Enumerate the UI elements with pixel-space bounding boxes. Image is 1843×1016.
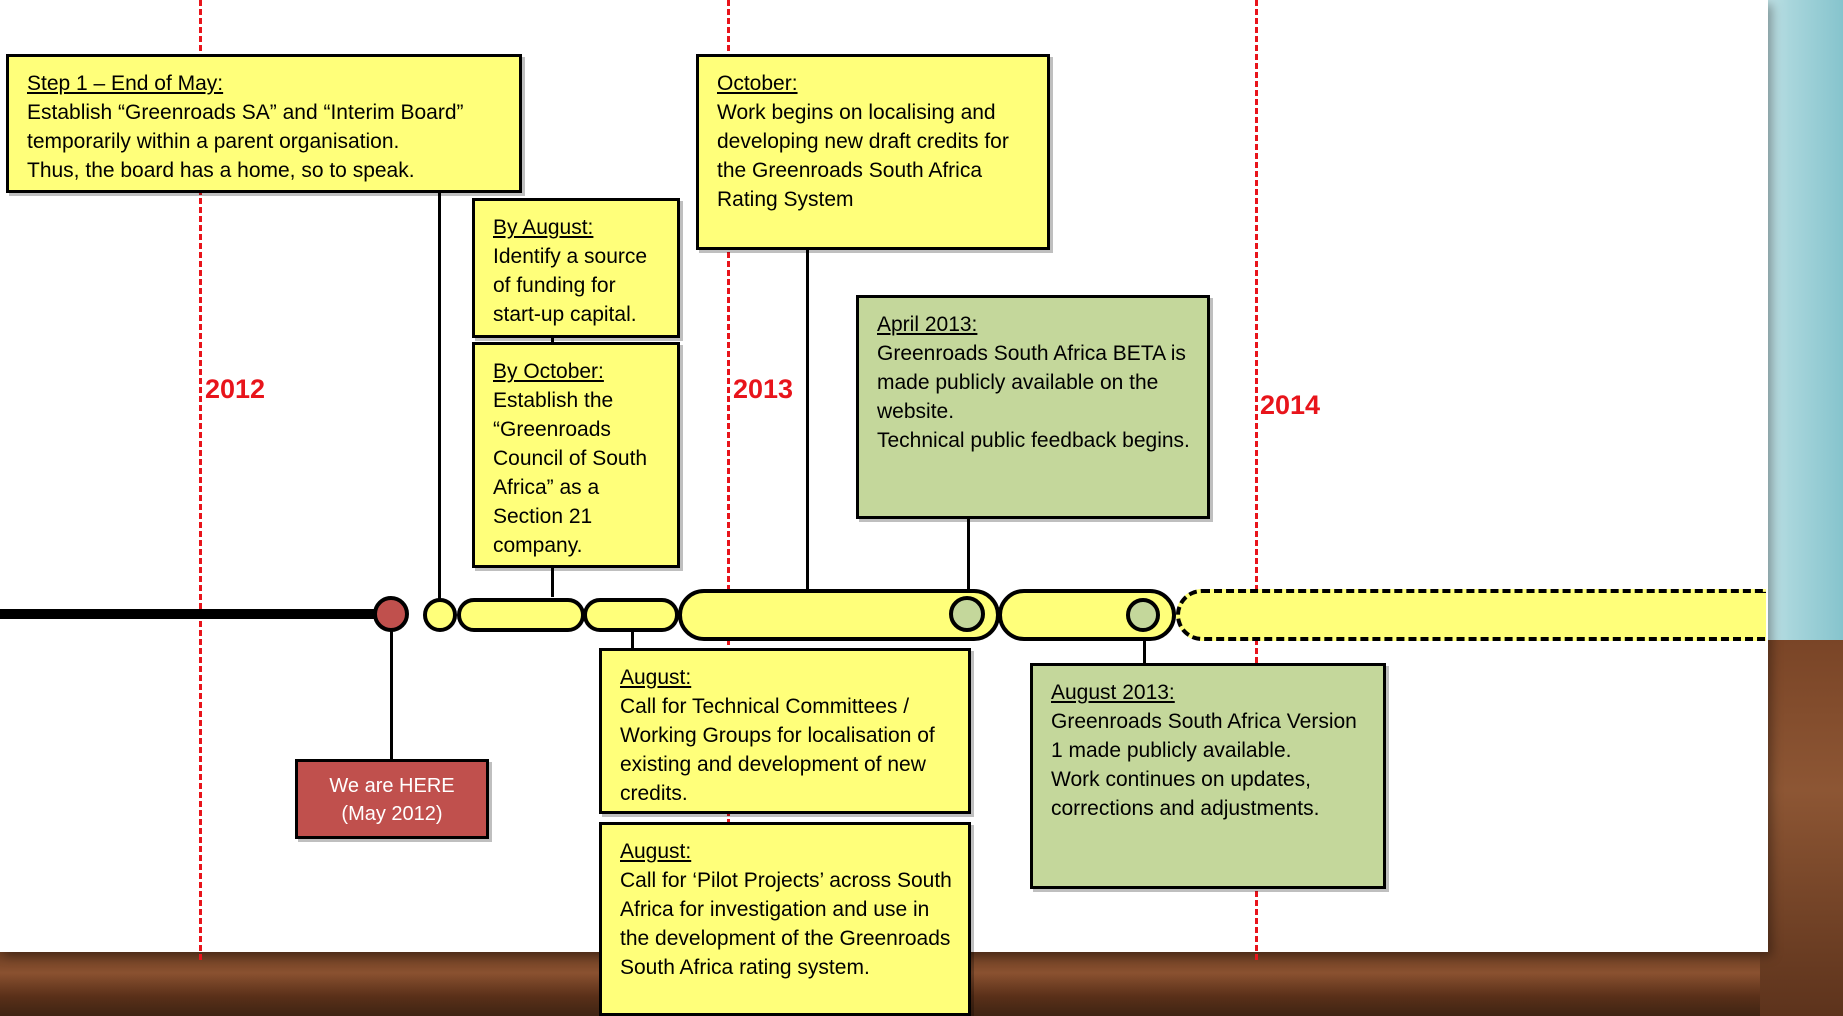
milestone-dot-step1 bbox=[423, 598, 457, 632]
callout-by-august-title: By August: bbox=[493, 216, 594, 239]
callout-by-october-title: By October: bbox=[493, 360, 604, 383]
timeline-segment-1 bbox=[457, 598, 585, 632]
callout-october-title: October: bbox=[717, 72, 798, 95]
background-wood-right bbox=[1760, 640, 1843, 1016]
connector-august-2013 bbox=[1143, 630, 1146, 665]
callout-august-committees-title: August: bbox=[620, 666, 692, 689]
callout-august-2013-body: Greenroads South Africa Version 1 made p… bbox=[1051, 710, 1357, 820]
connector-here bbox=[390, 618, 393, 761]
callout-august-2013-title: August 2013: bbox=[1051, 681, 1175, 704]
milestone-dot-april-2013 bbox=[949, 596, 985, 632]
callout-august-committees-body: Call for Technical Committees / Working … bbox=[620, 695, 935, 805]
year-line-2012 bbox=[199, 0, 202, 960]
callout-step1-body: Establish “Greenroads SA” and “Interim B… bbox=[27, 101, 464, 182]
callout-by-october-body: Establish the “Greenroads Council of Sou… bbox=[493, 389, 648, 557]
callout-we-are-here-body: We are HERE (May 2012) bbox=[329, 775, 455, 825]
callout-april-2013-title: April 2013: bbox=[877, 313, 978, 336]
callout-we-are-here: We are HERE (May 2012) bbox=[295, 759, 489, 839]
callout-april-2013-body: Greenroads South Africa BETA is made pub… bbox=[877, 342, 1190, 452]
callout-august-pilot-body: Call for ‘Pilot Projects’ across South A… bbox=[620, 869, 952, 979]
callout-august-pilot: August: Call for ‘Pilot Projects’ across… bbox=[599, 822, 971, 1016]
callout-august-pilot-title: August: bbox=[620, 840, 692, 863]
timeline-segment-3 bbox=[678, 589, 1000, 641]
year-label-2014: 2014 bbox=[1260, 390, 1321, 420]
year-line-2014 bbox=[1255, 0, 1258, 960]
connector-step1 bbox=[438, 193, 441, 603]
year-line-2013 bbox=[727, 0, 730, 960]
callout-by-october: By October: Establish the “Greenroads Co… bbox=[472, 342, 680, 568]
callout-by-august-body: Identify a source of funding for start-u… bbox=[493, 245, 648, 326]
callout-april-2013: April 2013: Greenroads South Africa BETA… bbox=[856, 295, 1210, 519]
callout-by-august: By August: Identify a source of funding … bbox=[472, 198, 680, 338]
callout-october: October: Work begins on localising and d… bbox=[696, 54, 1050, 250]
year-label-2012: 2012 bbox=[205, 374, 266, 404]
callout-august-committees: August: Call for Technical Committees / … bbox=[599, 648, 971, 814]
callout-october-body: Work begins on localising and developing… bbox=[717, 101, 1009, 211]
connector-october bbox=[806, 249, 809, 594]
timeline-axis bbox=[0, 609, 400, 619]
callout-step1-title: Step 1 – End of May: bbox=[27, 72, 224, 95]
timeline-segment-2 bbox=[583, 598, 679, 632]
connector-april-2013 bbox=[967, 518, 970, 594]
callout-step1: Step 1 – End of May: Establish “Greenroa… bbox=[6, 54, 522, 193]
milestone-dot-august-2013 bbox=[1126, 598, 1160, 632]
timeline-segment-future bbox=[1176, 589, 1766, 641]
callout-august-2013: August 2013: Greenroads South Africa Ver… bbox=[1030, 663, 1386, 889]
year-label-2013: 2013 bbox=[733, 374, 794, 404]
current-position-marker bbox=[373, 596, 409, 632]
